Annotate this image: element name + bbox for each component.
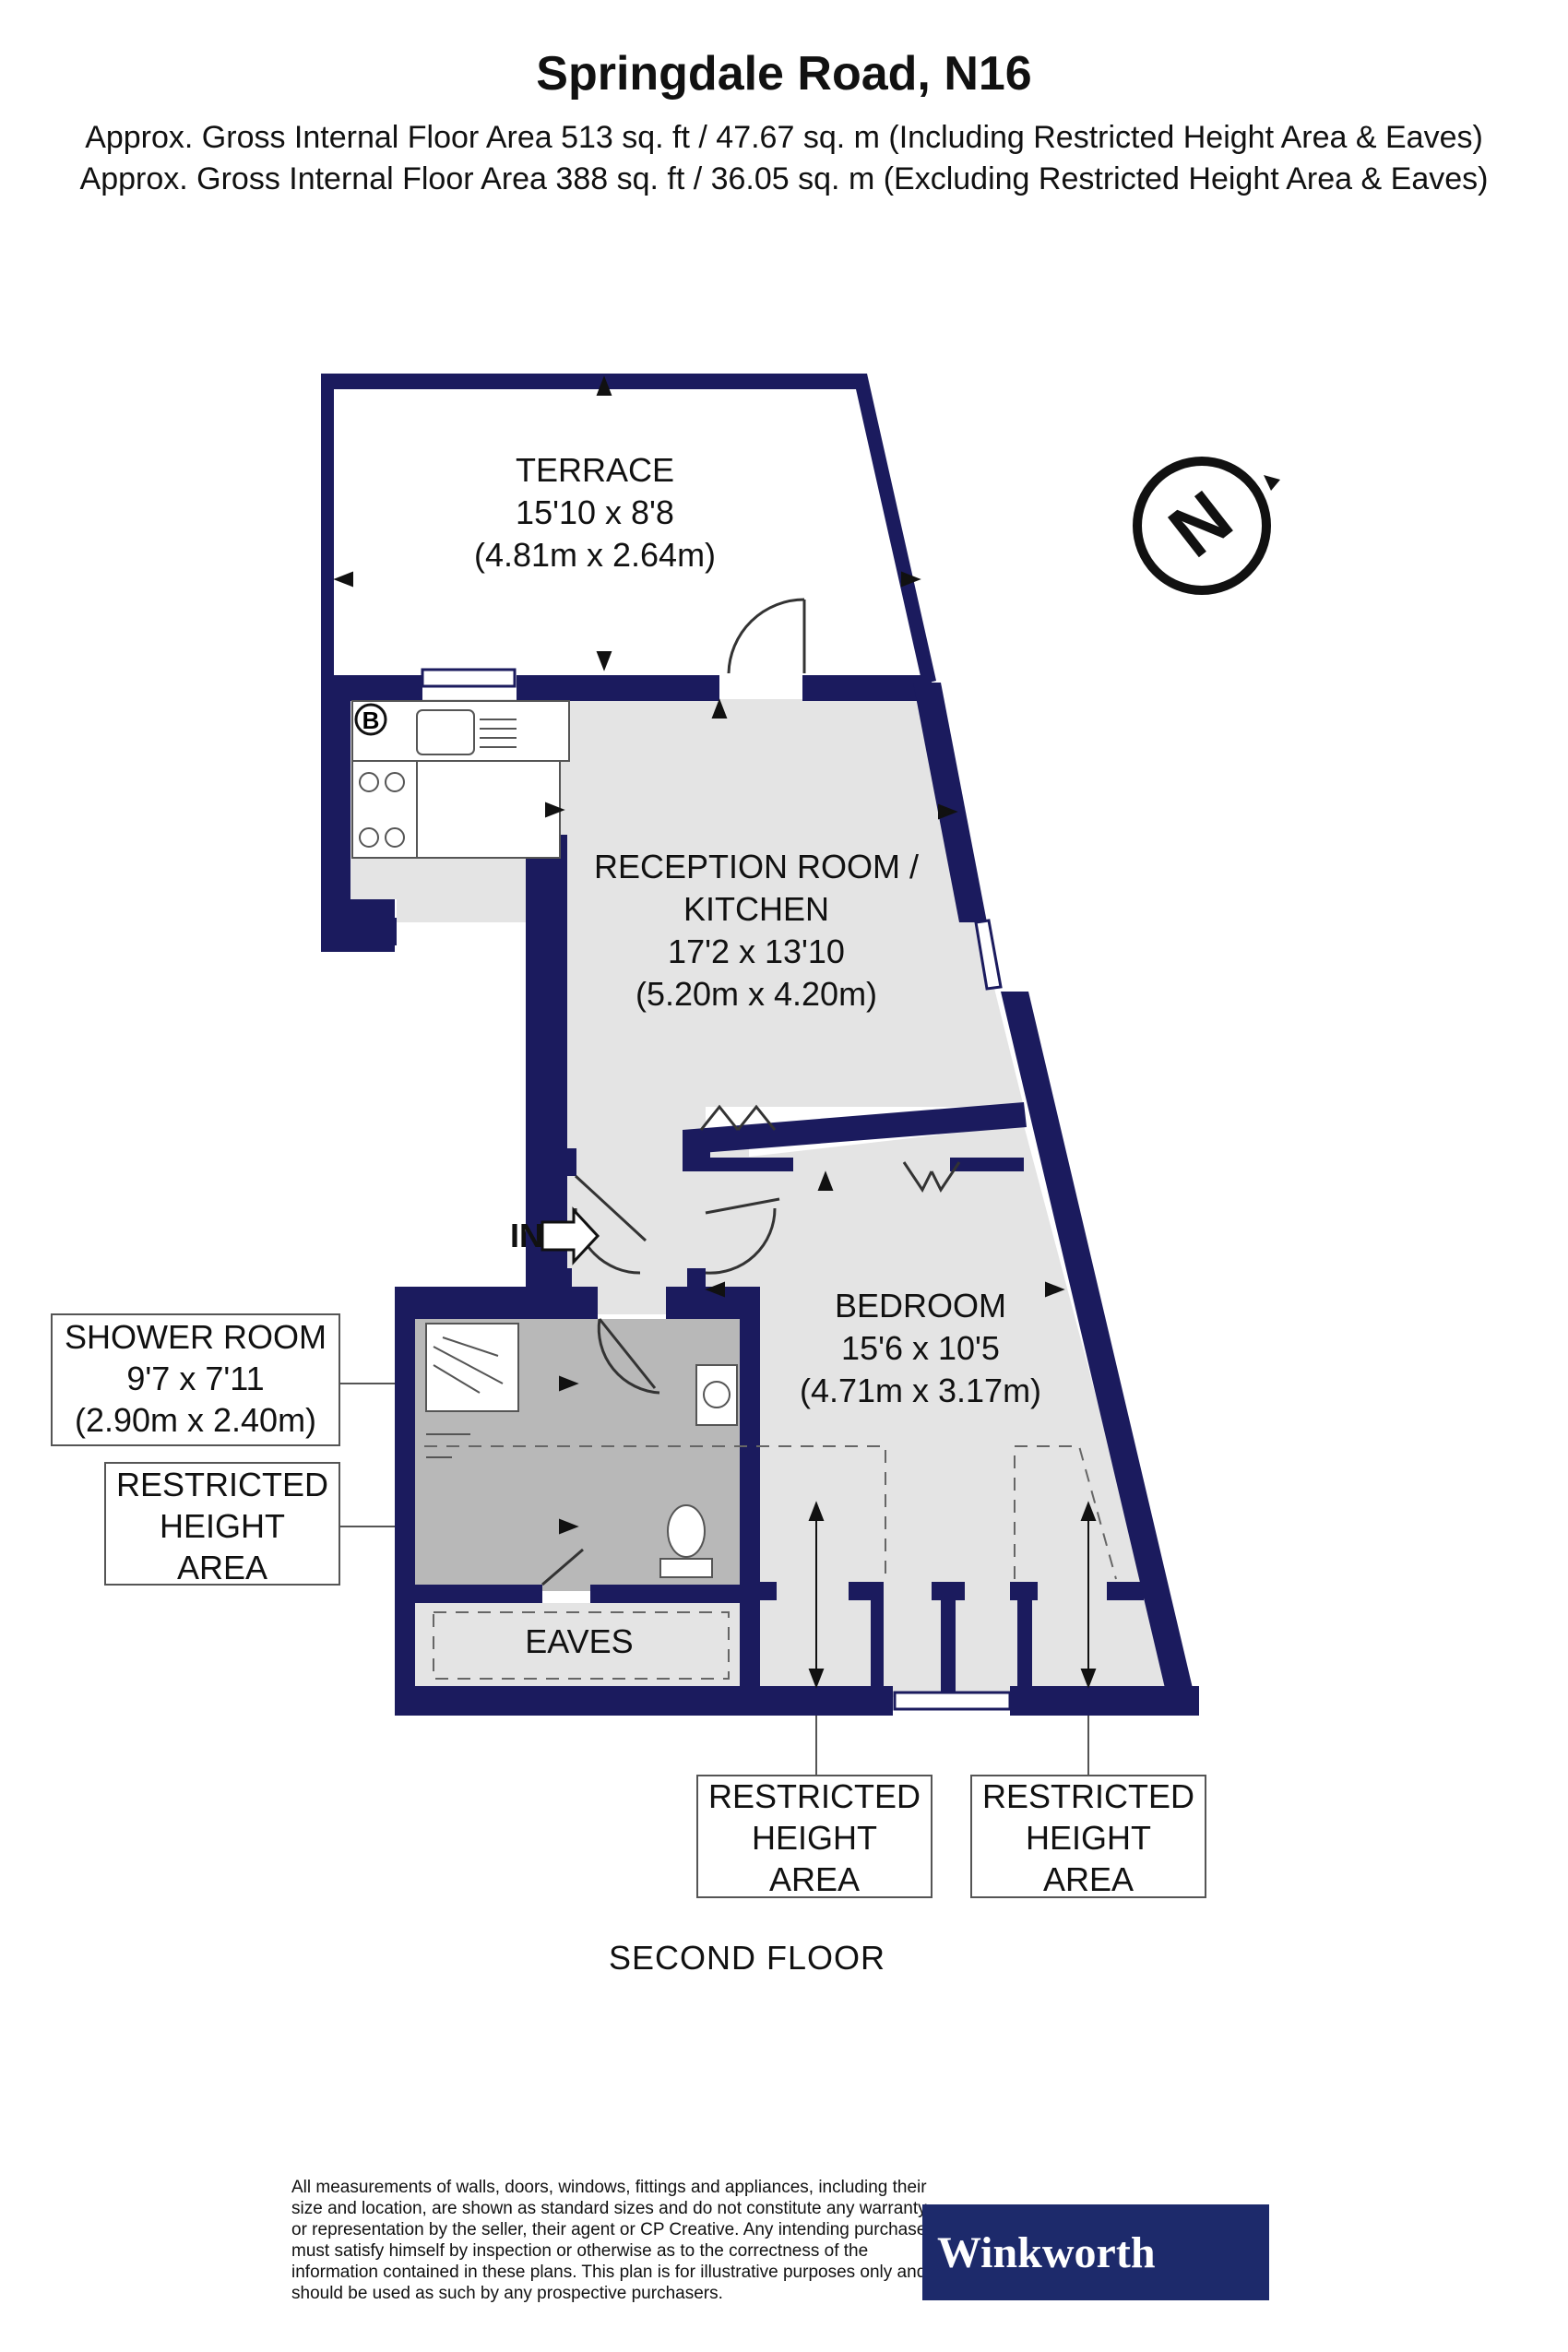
svg-text:AREA: AREA	[1043, 1860, 1134, 1898]
svg-text:RESTRICTED: RESTRICTED	[982, 1777, 1194, 1815]
restricted-height-callout-right: RESTRICTED HEIGHT AREA	[970, 1716, 1206, 1898]
svg-text:RESTRICTED: RESTRICTED	[116, 1466, 328, 1503]
bedroom-floor	[701, 1125, 1176, 1697]
svg-text:AREA: AREA	[177, 1549, 267, 1586]
svg-text:KITCHEN: KITCHEN	[683, 890, 829, 928]
svg-text:AREA: AREA	[769, 1860, 860, 1898]
svg-text:15'10 x 8'8: 15'10 x 8'8	[516, 493, 674, 531]
svg-text:(5.20m x 4.20m): (5.20m x 4.20m)	[636, 975, 877, 1013]
svg-text:HEIGHT: HEIGHT	[160, 1507, 285, 1545]
svg-text:HEIGHT: HEIGHT	[752, 1819, 877, 1857]
plan-title: Springdale Road, N16	[536, 47, 1032, 101]
svg-text:HEIGHT: HEIGHT	[1026, 1819, 1151, 1857]
walls	[321, 374, 1199, 1716]
terrace-label: TERRACE 15'10 x 8'8 (4.81m x 2.64m)	[474, 451, 716, 574]
eaves-label: EAVES	[525, 1622, 633, 1660]
floor-label: SECOND FLOOR	[608, 1939, 886, 1977]
area-excluding: Approx. Gross Internal Floor Area 388 sq…	[79, 161, 1489, 196]
bedroom-label: BEDROOM 15'6 x 10'5 (4.71m x 3.17m)	[800, 1287, 1041, 1409]
area-including: Approx. Gross Internal Floor Area 513 sq…	[85, 120, 1483, 155]
brand-logo: Winkworth	[922, 2204, 1269, 2300]
boiler: B	[354, 703, 387, 736]
restricted-height-boundaries	[424, 1445, 1117, 1680]
entrance-label: IN	[510, 1217, 543, 1254]
svg-text:(4.71m x 3.17m): (4.71m x 3.17m)	[800, 1372, 1041, 1409]
windows	[421, 668, 1012, 1711]
disclaimer: All measurements of walls, doors, window…	[291, 2178, 932, 2303]
svg-text:RECEPTION ROOM /: RECEPTION ROOM /	[594, 848, 919, 885]
svg-text:(2.90m x 2.40m): (2.90m x 2.40m)	[75, 1401, 316, 1439]
svg-text:BEDROOM: BEDROOM	[835, 1287, 1006, 1324]
compass-icon: N	[1133, 457, 1280, 595]
svg-text:17'2 x 13'10: 17'2 x 13'10	[668, 932, 845, 970]
reception-label: RECEPTION ROOM / KITCHEN 17'2 x 13'10 (5…	[594, 848, 919, 1013]
restricted-height-callout-left: RESTRICTED HEIGHT AREA	[104, 1462, 395, 1586]
terrace-floor	[334, 389, 922, 675]
dimension-arrows	[333, 375, 1097, 1689]
svg-text:SHOWER ROOM: SHOWER ROOM	[65, 1318, 327, 1356]
svg-text:B: B	[362, 707, 380, 734]
shower-fixtures	[425, 1323, 738, 1578]
restricted-height-callout-mid: RESTRICTED HEIGHT AREA	[696, 1716, 932, 1898]
svg-text:(4.81m x 2.64m): (4.81m x 2.64m)	[474, 536, 716, 574]
entrance-arrow-icon	[540, 1206, 600, 1265]
svg-text:15'6 x 10'5: 15'6 x 10'5	[841, 1329, 1000, 1367]
svg-text:RESTRICTED: RESTRICTED	[708, 1777, 921, 1815]
kitchen-units	[351, 700, 570, 859]
svg-text:TERRACE: TERRACE	[516, 451, 674, 489]
svg-text:9'7 x 7'11: 9'7 x 7'11	[126, 1360, 264, 1397]
eaves-floor	[415, 1603, 740, 1686]
shower-room-callout: SHOWER ROOM 9'7 x 7'11 (2.90m x 2.40m)	[51, 1313, 395, 1446]
